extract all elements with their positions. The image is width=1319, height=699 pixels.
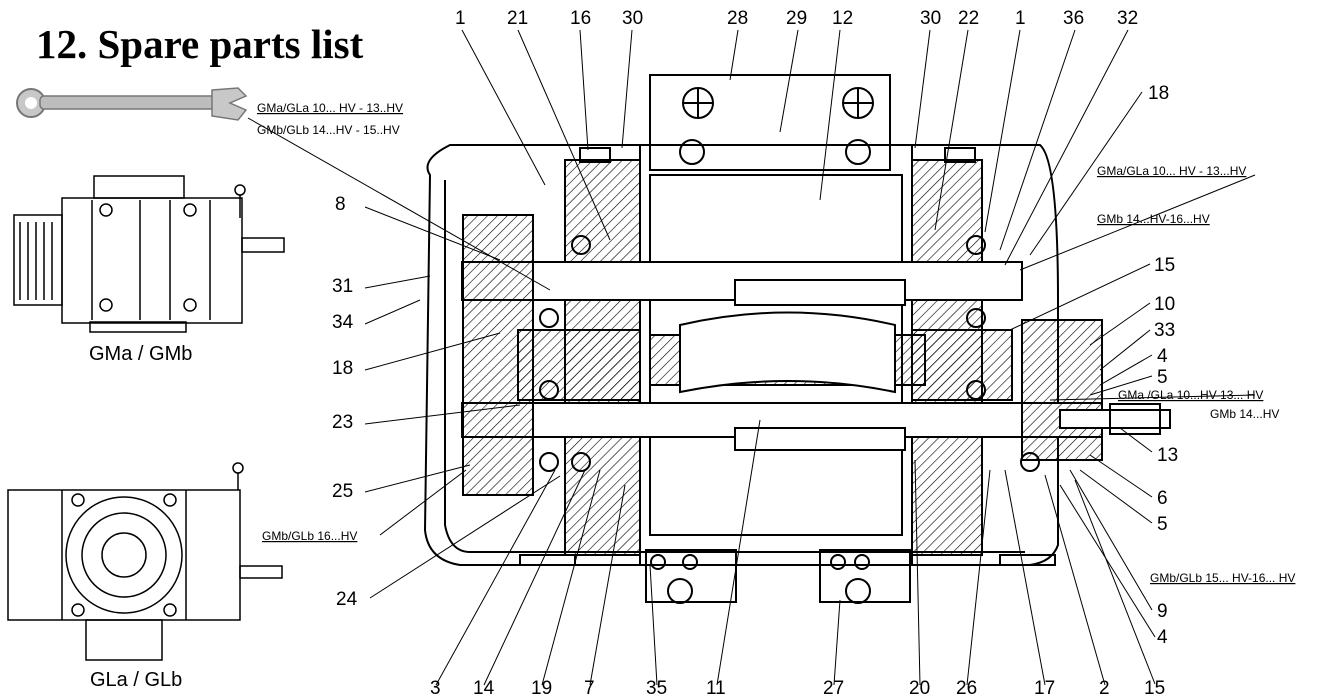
callout-label: 12 xyxy=(832,8,853,29)
callout-label: 6 xyxy=(1157,488,1168,509)
callout-label: 30 xyxy=(920,8,941,29)
variant-note: GMa/GLa 10... HV - 13...HV xyxy=(1097,164,1246,178)
callout-label: 14 xyxy=(473,678,495,699)
pump-thumbnail-gl xyxy=(7,462,283,661)
callout-label: 27 xyxy=(823,678,844,699)
callout-label: 1 xyxy=(1015,8,1026,29)
variant-note: GMb 14...HV-16...HV xyxy=(1097,212,1210,226)
callout-label: 23 xyxy=(332,412,353,433)
callout-label: 22 xyxy=(958,8,979,29)
variant-note: GMa/GLa 10... HV - 13..HV xyxy=(257,101,403,115)
callout-label: 34 xyxy=(332,312,354,333)
variant-note: GMb/GLb 15... HV-16... HV xyxy=(1150,571,1295,585)
callout-labels: 1 21 16 30 28 29 12 30 22 1 36 32 18 8 3… xyxy=(332,8,1178,699)
callout-label: 15 xyxy=(1154,255,1175,276)
callout-label: 10 xyxy=(1154,294,1175,315)
wrench-icon xyxy=(16,87,248,121)
callout-label: 4 xyxy=(1157,346,1168,367)
page-title: 12. Spare parts list xyxy=(36,21,364,67)
callout-label: 3 xyxy=(430,678,441,699)
variant-note: GMb/GLb 16...HV xyxy=(262,529,357,543)
callout-label: 36 xyxy=(1063,8,1084,29)
callout-label: 5 xyxy=(1157,367,1168,388)
callout-label: 1 xyxy=(455,8,466,29)
callout-label: 15 xyxy=(1144,678,1165,699)
callout-label: 9 xyxy=(1157,601,1168,622)
leader-lines xyxy=(247,29,1256,686)
variant-notes: GMa/GLa 10... HV - 13..HV GMb/GLb 14...H… xyxy=(257,101,1295,585)
callout-label: 17 xyxy=(1034,678,1055,699)
variant-note: GMa /GLa 10...HV-13... HV xyxy=(1118,388,1263,402)
callout-label: 33 xyxy=(1154,320,1175,341)
callout-label: 18 xyxy=(1148,83,1169,104)
callout-label: 19 xyxy=(531,678,552,699)
pump-thumbnail-gm xyxy=(13,175,285,333)
callout-label: 35 xyxy=(646,678,667,699)
callout-label: 32 xyxy=(1117,8,1138,29)
callout-label: 4 xyxy=(1157,627,1168,648)
callout-label: 8 xyxy=(335,194,346,215)
thumbnail-caption-gl: GLa / GLb xyxy=(90,669,183,691)
callout-label: 28 xyxy=(727,8,748,29)
callout-label: 21 xyxy=(507,8,528,29)
callout-label: 2 xyxy=(1099,678,1110,699)
callout-label: 31 xyxy=(332,276,353,297)
callout-label: 29 xyxy=(786,8,807,29)
callout-label: 13 xyxy=(1157,445,1178,466)
callout-label: 5 xyxy=(1157,514,1168,535)
callout-label: 18 xyxy=(332,358,353,379)
variant-note: GMb/GLb 14...HV - 15..HV xyxy=(257,123,400,137)
callout-label: 11 xyxy=(706,678,726,699)
callout-label: 16 xyxy=(570,8,591,29)
callout-label: 26 xyxy=(956,678,977,699)
pump-cross-section xyxy=(423,74,1171,604)
callout-label: 25 xyxy=(332,481,353,502)
callout-label: 20 xyxy=(909,678,930,699)
callout-label: 30 xyxy=(622,8,643,29)
callout-label: 7 xyxy=(584,678,595,699)
variant-note: GMb 14...HV xyxy=(1210,407,1279,421)
callout-label: 24 xyxy=(336,589,358,610)
thumbnail-caption-gm: GMa / GMb xyxy=(89,343,193,365)
